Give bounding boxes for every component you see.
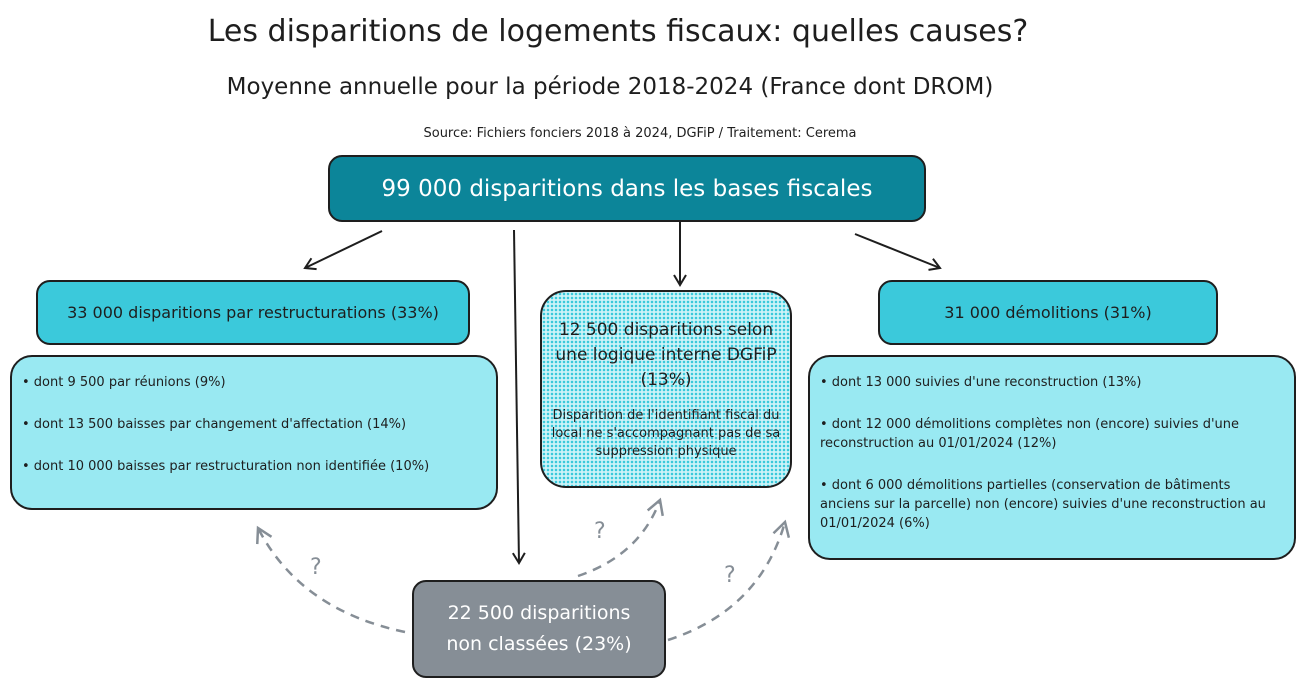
restructurations-label: 33 000 disparitions par restructurations… [67, 303, 439, 322]
detail-item: • dont 13 500 baisses par changement d'a… [22, 417, 407, 432]
total-label: 99 000 disparitions dans les bases fisca… [381, 175, 873, 202]
demolitions-header-box: 31 000 démolitions (31%) [878, 280, 1218, 345]
detail-item: • dont 13 000 suivies d'une reconstructi… [820, 375, 1142, 390]
total-disappearances-box: 99 000 disparitions dans les bases fisca… [328, 155, 926, 222]
arrow-to-unclassified [512, 229, 526, 565]
arrow-to-demolitions [854, 233, 942, 271]
dashed-arrow-right [667, 519, 791, 642]
unclassified-line2: non classées (23%) [446, 633, 632, 655]
source-note: Source: Fichiers fonciers 2018 à 2024, D… [423, 126, 857, 141]
arrow-to-restructurations [303, 230, 383, 271]
dashed-arrow-left [256, 525, 406, 634]
detail-item: • dont 6 000 démolitions partielles (con… [820, 478, 1266, 531]
demolitions-label: 31 000 démolitions (31%) [944, 303, 1152, 322]
demolitions-detail-box: • dont 13 000 suivies d'une reconstructi… [808, 355, 1296, 560]
dgfip-note: Disparition de l'identifiant fiscal du l… [551, 407, 781, 459]
diagram-subtitle: Moyenne annuelle pour la période 2018-20… [226, 74, 994, 100]
question-mark-left: ? [310, 555, 322, 580]
dashed-arrow-middle [577, 497, 664, 578]
restructurations-detail-box: • dont 9 500 par réunions (9%) • dont 13… [10, 355, 498, 510]
detail-item: • dont 12 000 démolitions complètes non … [820, 417, 1239, 451]
question-mark-right: ? [724, 563, 736, 588]
restructurations-header-box: 33 000 disparitions par restructurations… [36, 280, 470, 345]
dgfip-logic-box: 12 500 disparitions selon une logique in… [540, 290, 792, 488]
dgfip-label: 12 500 disparitions selon une logique in… [555, 319, 777, 390]
unclassified-box: 22 500 disparitions non classées (23%) [412, 580, 666, 678]
detail-item: • dont 10 000 baisses par restructuratio… [22, 459, 430, 474]
detail-item: • dont 9 500 par réunions (9%) [22, 375, 226, 390]
diagram-title: Les disparitions de logements fiscaux: q… [207, 14, 1029, 49]
question-mark-middle: ? [594, 519, 606, 544]
unclassified-line1: 22 500 disparitions [447, 602, 631, 624]
